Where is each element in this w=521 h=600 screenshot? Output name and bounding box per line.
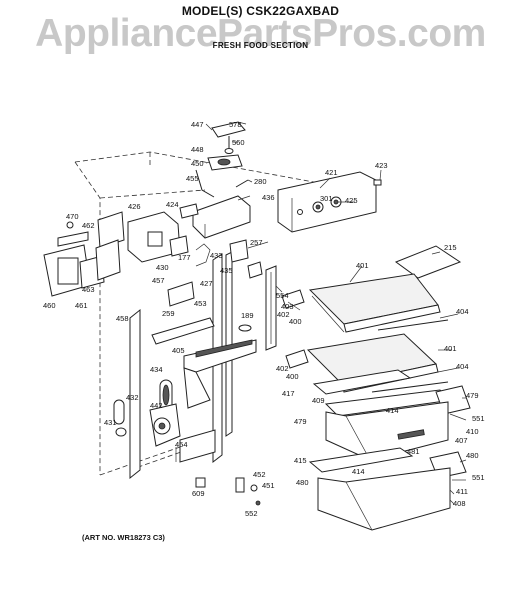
callout-label: 259 [162,309,175,318]
callout-label: 400 [286,372,299,381]
callout-label: 481 [407,447,420,456]
callout-label: 578 [229,120,242,129]
callout-label: 450 [191,159,204,168]
callout-label: 404 [456,307,469,316]
callout-label: 401 [356,261,369,270]
callout-label: 401 [444,344,457,353]
callout-label: 400 [289,317,302,326]
left-small-parts [43,211,125,297]
callout-label: 189 [241,311,254,320]
callout-label: 442 [150,401,163,410]
crisper-drawers [308,369,471,531]
lower-inner-parts [151,317,257,409]
callout-label: 409 [312,396,325,405]
callout-label: 411 [456,487,468,496]
callout-label: 414 [386,406,399,415]
callout-label: 554 [276,291,289,300]
callout-label: 479 [294,417,307,426]
callout-labels: 447 578 560 448 450 455 280 421 423 470 … [43,120,485,518]
glass-shelves [281,245,462,393]
callout-label: 480 [466,451,479,460]
callout-label: 460 [43,301,56,310]
site-watermark: AppliancePartsPros.com [35,12,486,55]
leader-lines [175,121,467,505]
callout-label: 425 [345,196,358,205]
callout-label: 415 [294,456,307,465]
section-title: FRESH FOOD SECTION [212,41,309,50]
callout-label: 454 [175,440,188,449]
callout-label: 560 [232,138,245,147]
center-small-parts [127,203,277,351]
callout-label: 410 [466,427,479,436]
callout-label: 457 [152,276,165,285]
callout-label: 451 [262,481,275,490]
callout-label: 423 [375,161,388,170]
mullion-rails [129,251,233,480]
lower-left-parts [113,379,261,506]
callout-label: 552 [245,509,258,518]
callout-label: 404 [456,362,469,371]
callout-label: 435 [220,266,233,275]
callout-label: 551 [472,473,485,482]
callout-label: 402 [277,310,290,319]
callout-label: 447 [191,120,204,129]
callout-label: 462 [82,221,95,230]
callout-label: 424 [166,200,179,209]
callout-label: 458 [116,314,129,323]
callout-label: 453 [194,299,207,308]
callout-label: 448 [191,145,204,154]
callout-label: 301 [320,194,333,203]
callout-label: 463 [82,285,95,294]
callout-label: 421 [325,168,338,177]
callout-label: 427 [200,279,213,288]
callout-label: 402 [276,364,289,373]
callout-label: 405 [172,346,185,355]
callout-label: 280 [254,177,267,186]
callout-label: 479 [466,391,479,400]
callout-label: 417 [282,389,295,398]
art-number-caption: (ART NO. WR18273 C3) [82,533,165,542]
callout-label: 461 [75,301,88,310]
callout-label: 470 [66,212,79,221]
callout-label: 403 [281,302,294,311]
callout-label: 609 [192,489,205,498]
callout-label: 407 [455,436,468,445]
callout-label: 480 [296,478,309,487]
callout-label: 452 [253,470,266,479]
model-number-title: MODEL(S) CSK22GAXBAD [181,4,340,18]
callout-label: 436 [262,193,275,202]
top-hinge-assembly [195,121,246,198]
callout-label: 434 [150,365,163,374]
control-housing [192,171,382,239]
callout-label: 257 [250,238,263,247]
callout-label: 430 [156,263,169,272]
callout-label: 414 [352,467,365,476]
callout-label: 426 [128,202,141,211]
callout-label: 215 [444,243,457,252]
callout-label: 432 [126,393,139,402]
callout-label: 408 [453,499,466,508]
callout-label: 177 [178,253,191,262]
callout-label: 431 [104,418,117,427]
callout-label: 551 [472,414,485,423]
callout-label: 455 [186,174,199,183]
callout-label: 433 [210,251,223,260]
